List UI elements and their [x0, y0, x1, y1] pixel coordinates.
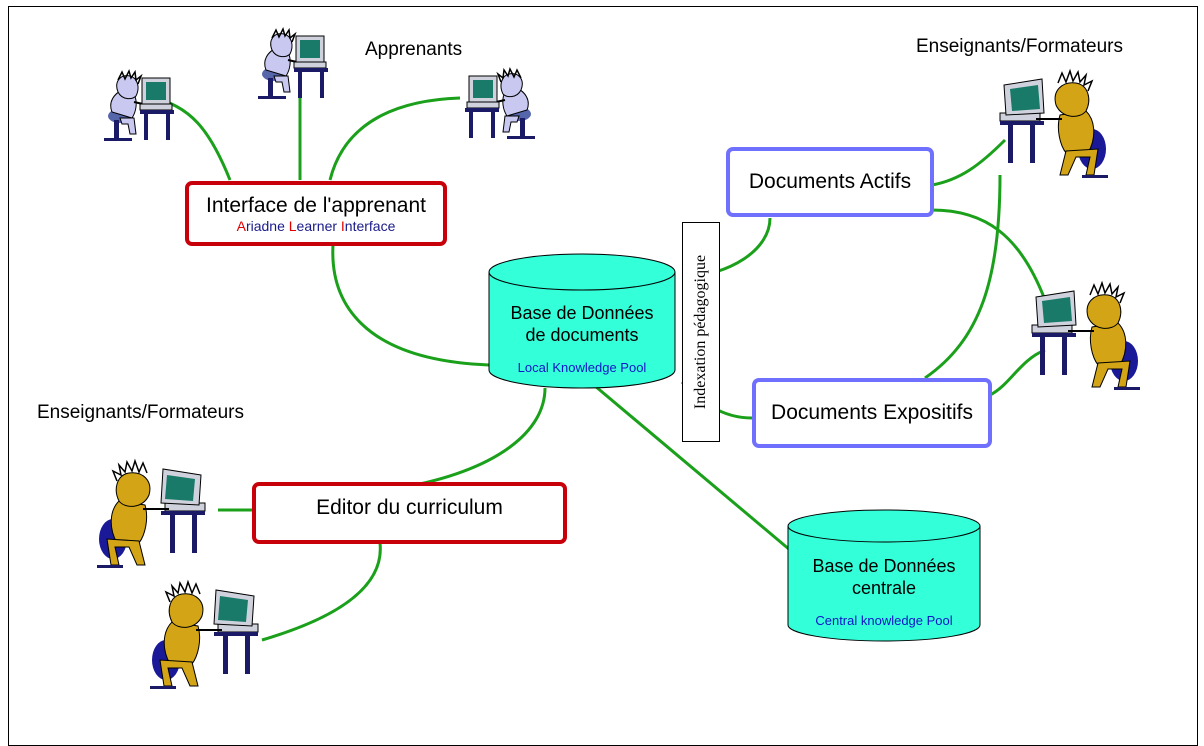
curriculum-editor-box: Editor du curriculum — [252, 482, 567, 544]
documents-expositifs-box: Documents Expositifs — [752, 378, 992, 448]
local-database-line2: de documents — [525, 325, 639, 345]
teacher-at-computer-icon — [150, 582, 258, 689]
central-database-subtitle: Central knowledge Pool — [815, 613, 953, 628]
connector-editor-teacher-2 — [261, 542, 382, 642]
connector-actifs-teacher — [931, 138, 1007, 187]
central-database-line1: Base de Données — [812, 556, 956, 576]
local-database-line1: Base de Données — [510, 303, 654, 323]
learner-interface-box: Interface de l'apprenant Ariadne Learner… — [185, 181, 447, 246]
local-database-icon — [488, 253, 676, 389]
teacher-at-computer-icon — [97, 461, 205, 568]
central-database-line2: centrale — [851, 578, 917, 598]
documents-actifs-box: Documents Actifs — [726, 147, 934, 217]
connector-teacher-expositifs — [924, 174, 1002, 380]
learner-at-computer-icon — [103, 70, 175, 142]
learner-interface-title: Interface de l'apprenant — [206, 193, 426, 217]
learner-interface-subtitle: Ariadne Learner Interface — [236, 217, 396, 234]
learner-at-computer-icon — [464, 68, 536, 140]
connector-localdb-editor — [399, 387, 547, 490]
local-database-subtitle: Local Knowledge Pool — [517, 360, 647, 375]
enseignants-top-label: Enseignants/Formateurs — [916, 36, 1123, 57]
central-database-icon — [787, 509, 981, 642]
learner-at-computer-icon — [257, 28, 329, 100]
connector-interface-localdb — [331, 244, 490, 367]
local-database-label: Base de Données de documents — [489, 302, 675, 346]
teacher-at-computer-icon — [1031, 282, 1141, 391]
apprenants-label: Apprenants — [365, 39, 463, 60]
connector-localdb-centraldb — [594, 384, 791, 552]
connector-lines — [149, 82, 1047, 642]
indexation-box: Indexation pédagogique — [682, 222, 720, 442]
enseignants-left-label: Enseignants/Formateurs — [37, 402, 244, 423]
indexation-label: Indexation pédagogique — [692, 254, 709, 410]
connector-learner-3 — [328, 96, 461, 181]
teacher-at-computer-icon — [999, 70, 1109, 179]
central-database-label: Base de Données centrale — [788, 555, 980, 599]
connector-expositifs-teacher — [989, 348, 1046, 397]
